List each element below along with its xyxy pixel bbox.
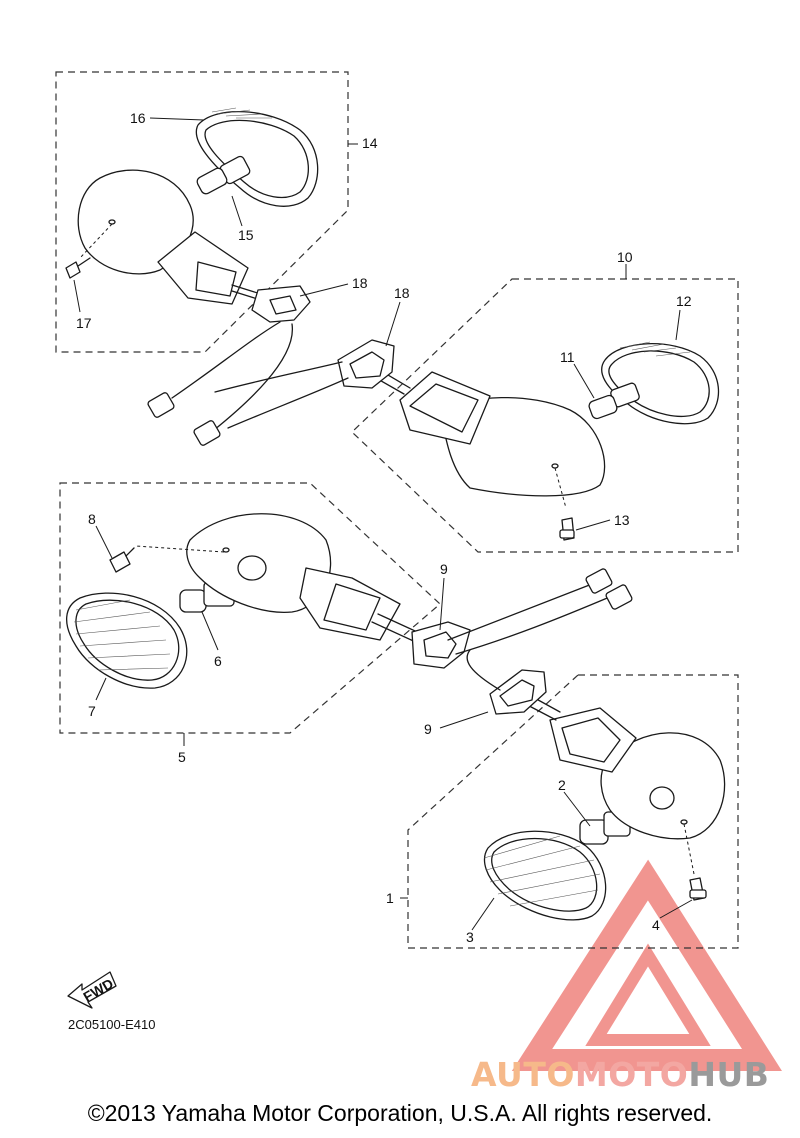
watermark-part-hub: HUB (688, 1055, 770, 1094)
callout-8: 8 (88, 511, 96, 527)
assembly-outline-14 (55, 71, 349, 353)
callout-9-lower: 9 (424, 721, 432, 737)
callout-11: 11 (560, 349, 575, 365)
callout-16: 16 (130, 110, 146, 126)
fwd-arrow-icon: FWD (67, 971, 117, 1009)
callout-18-left: 18 (352, 275, 368, 291)
watermark-logo (511, 859, 782, 1071)
callout-13: 13 (614, 512, 630, 528)
callout-9-upper: 9 (440, 561, 448, 577)
assembly-outline-5 (59, 482, 441, 734)
callout-5: 5 (178, 749, 186, 765)
callout-15: 15 (238, 227, 254, 243)
front-right-signal-assembly (466, 649, 726, 921)
callout-2: 2 (558, 777, 566, 793)
callout-7: 7 (88, 703, 96, 719)
assembly-outline-1 (407, 674, 739, 949)
front-left-signal-assembly (66, 513, 633, 689)
callout-1: 1 (386, 890, 394, 906)
callout-3: 3 (466, 929, 474, 945)
rear-left-signal-assembly (65, 107, 319, 446)
leader-lines (73, 117, 693, 931)
watermark-text: AUTOMOTOHUB (471, 1055, 769, 1094)
callout-10: 10 (617, 249, 633, 265)
callout-17: 17 (76, 315, 92, 331)
copyright-notice: ©2013 Yamaha Motor Corporation, U.S.A. A… (87, 1100, 713, 1126)
rear-right-signal-assembly (214, 339, 720, 541)
callout-6: 6 (214, 653, 222, 669)
callout-4: 4 (652, 917, 660, 933)
assembly-outline-10 (351, 278, 739, 553)
callout-18-right: 18 (394, 285, 410, 301)
diagram-part-code: 2C05100-E410 (68, 1017, 156, 1032)
callout-14: 14 (362, 135, 378, 151)
callout-12: 12 (676, 293, 692, 309)
watermark-part-auto: AUTO (471, 1055, 575, 1094)
watermark-part-moto: MOTO (574, 1055, 689, 1094)
